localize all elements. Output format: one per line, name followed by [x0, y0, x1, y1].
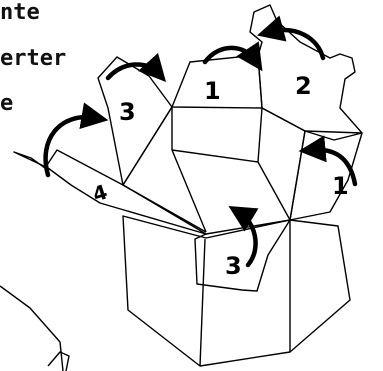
- arrow-flap-3-front: [240, 213, 256, 265]
- step-label-1-right: 1: [332, 172, 349, 200]
- loose-piece: [0, 286, 63, 371]
- arrow-flap-2-right: [270, 30, 323, 58]
- box-edge-front-left: [200, 239, 205, 366]
- inner-wall-right: [258, 108, 290, 220]
- step-label-3-left: 3: [119, 98, 136, 126]
- step-label-4-left: 4: [90, 179, 111, 206]
- step-label-2-right: 2: [295, 72, 312, 100]
- inner-wall-mid: [172, 107, 206, 232]
- step-label-1-top: 1: [204, 77, 221, 105]
- box-body: [123, 216, 350, 366]
- step-label-3-front: 3: [225, 252, 242, 280]
